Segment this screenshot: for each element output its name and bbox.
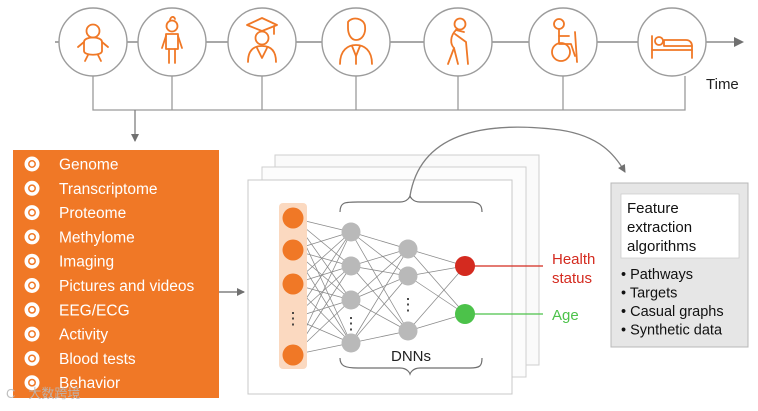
timeline-stage-circle [58,7,128,77]
network-nodes: ⋮ ⋮ ⋮ [282,207,418,366]
hidden-layer-ellipsis: ⋮ [400,295,417,314]
timeline-axis-label: Time [706,76,739,93]
timeline-stage [321,7,391,77]
camera-icon [24,278,40,293]
hidden-node [341,222,361,242]
timeline-stage-circle [321,7,391,77]
neural-network: ⋮ ⋮ ⋮ DNNs [279,194,483,376]
features-list-item: • Targets [621,286,677,302]
timeline-stage-circle [137,7,207,77]
hidden-node [341,290,361,310]
timeline-stage-circle [528,7,598,77]
data-source-item: Behavior [24,375,120,392]
heartbeat-icon [24,302,40,318]
timeline-stage [137,7,207,77]
hidden-layers-top-brace [339,194,483,213]
output-label: Age [552,307,579,324]
timeline-stage-circle [637,7,707,77]
data-source-label: Methylome [59,229,135,246]
hospital-bed-icon [651,35,693,59]
hidden-node [398,266,418,286]
dna-icon [24,156,40,172]
blood-drop-icon [24,350,40,366]
wheelchair-icon [551,18,578,63]
input-node [282,207,304,229]
baby-icon [77,23,109,62]
data-source-label: Proteome [59,205,126,222]
data-source-label: Blood tests [59,351,136,368]
data-source-item: Imaging [24,253,114,271]
data-source-item: EEG/ECG [24,302,130,319]
output-node [455,304,475,324]
data-source-label: Imaging [59,254,114,271]
data-source-label: Activity [59,327,108,344]
hidden-layers-bottom-brace [339,357,483,376]
input-node [282,239,304,261]
data-source-label: Behavior [59,375,120,392]
features-title-box [620,193,740,259]
hidden-layer-ellipsis: ⋮ [343,314,360,333]
protein-icon [24,205,40,221]
timeline-stage [58,7,128,77]
output-item: Age [455,304,579,324]
hidden-node [398,239,418,259]
data-source-item: Genome [24,156,118,174]
elderly-cane-icon [447,17,469,65]
input-layer-ellipsis: ⋮ [285,309,302,328]
data-source-item: Transcriptome [24,180,157,198]
collector-drop-lines [171,76,564,110]
data-source-item: Activity [24,326,108,344]
data-sources-panel [13,150,219,398]
watermark: C 大数跨境 [6,386,80,401]
methylation-icon [24,229,40,245]
timeline-stage-circle [227,7,297,77]
timeline-stage [227,7,297,77]
features-list: • Pathways • Targets • Casual graphs • Synt… [621,267,724,339]
data-source-item: Proteome [24,205,126,222]
graduate-icon [246,17,278,63]
timeline-stages [58,7,707,77]
features-list-item: • Pathways [621,267,693,283]
timeline-collector-bracket [92,76,686,111]
child-icon [161,15,183,64]
timeline-stage [423,7,493,77]
input-node [282,273,304,295]
data-source-label: Pictures and videos [59,278,195,295]
network-label: DNNs [391,348,431,365]
data-source-label: Genome [59,157,118,174]
hidden-node [341,256,361,276]
hidden-node [398,321,418,341]
scan-icon [24,253,40,269]
input-node [282,344,304,366]
data-source-item: Pictures and videos [24,278,195,295]
features-list-item: • Synthetic data [621,323,723,339]
behavior-icon [24,375,40,391]
timeline-stage [637,7,707,77]
timeline-arrowhead [734,37,744,47]
data-source-label: EEG/ECG [59,302,130,319]
transcript-icon [24,180,40,196]
running-icon [24,326,40,342]
data-source-item: Methylome [24,229,135,246]
output-node [455,256,475,276]
data-source-list: GenomeTranscriptomeProteomeMethylomeImag… [24,156,195,392]
timeline-stage-circle [423,7,493,77]
data-source-label: Transcriptome [59,181,157,198]
features-list-item: • Casual graphs [621,304,724,320]
data-source-item: Blood tests [24,350,136,368]
hidden-node [341,333,361,353]
feature-curve-arrow [409,126,626,197]
input-node [283,308,304,329]
timeline-stage [528,7,598,77]
adult-man-icon [339,17,373,65]
